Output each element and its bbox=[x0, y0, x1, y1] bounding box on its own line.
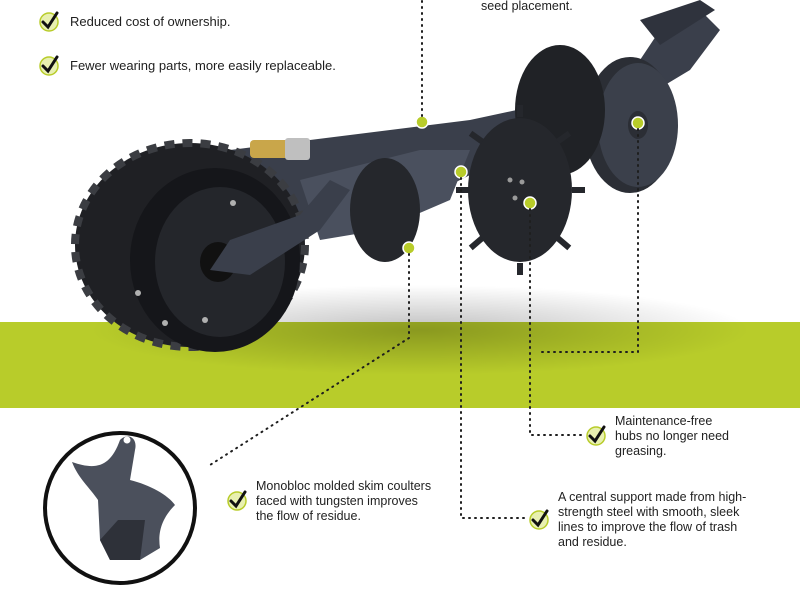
feature-text: Reduced cost of ownership. bbox=[70, 13, 231, 29]
check-circle-icon bbox=[227, 490, 247, 511]
feature-item: Fewer wearing parts, more easily replace… bbox=[38, 54, 336, 76]
check-circle-icon bbox=[529, 509, 549, 530]
annotation-text: A central support made from high-strengt… bbox=[558, 490, 747, 549]
annotation-hubs: Maintenance-free hubs no longer need gre… bbox=[585, 414, 730, 459]
seed-placement-caption: seed placement. bbox=[481, 0, 573, 13]
annotation-coulters: Monobloc molded skim coulters faced with… bbox=[226, 479, 436, 524]
annotation-support: A central support made from high-strengt… bbox=[528, 490, 748, 550]
feature-text: Fewer wearing parts, more easily replace… bbox=[70, 57, 336, 73]
feature-item: Reduced cost of ownership. bbox=[38, 10, 230, 32]
check-circle-icon bbox=[586, 425, 606, 446]
check-circle-icon bbox=[39, 55, 59, 76]
callout-dot-icon bbox=[402, 115, 645, 255]
annotation-text: Maintenance-free hubs no longer need gre… bbox=[615, 414, 729, 458]
annotation-text: Monobloc molded skim coulters faced with… bbox=[256, 479, 432, 523]
check-circle-icon bbox=[39, 11, 59, 32]
